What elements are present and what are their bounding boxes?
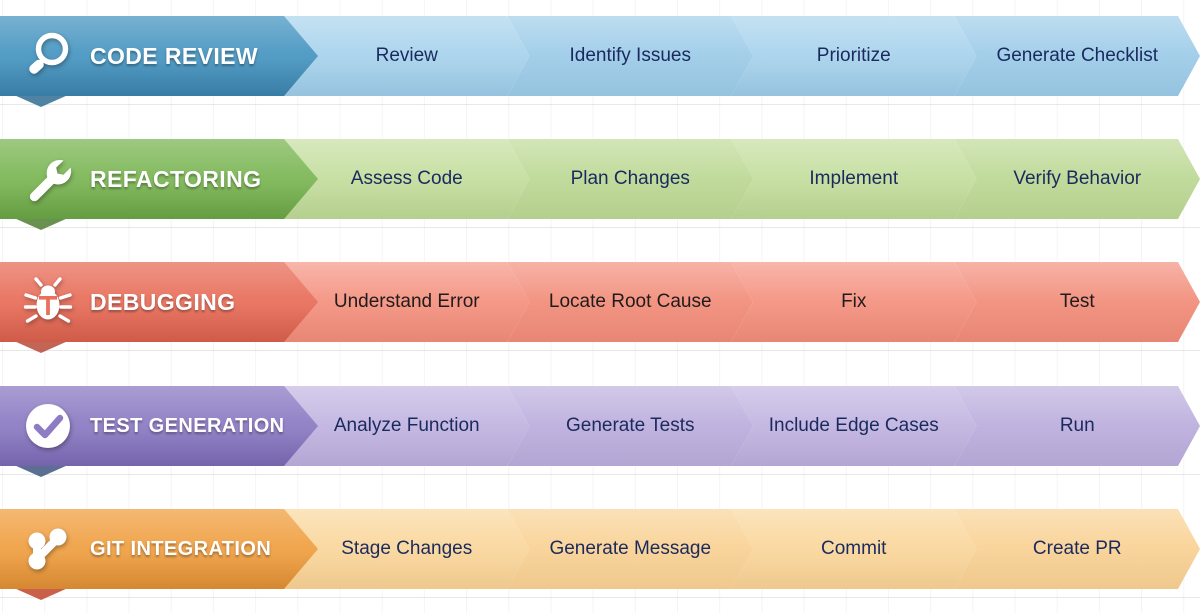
step-git-integration-4[interactable]: Create PR xyxy=(955,509,1200,589)
row-title: TEST GENERATION xyxy=(90,414,285,437)
step-code-review-3[interactable]: Prioritize xyxy=(731,16,977,96)
step-label: Generate Checklist xyxy=(996,45,1159,66)
ribbon-fold-tail xyxy=(14,95,68,107)
step-label: Stage Changes xyxy=(341,538,473,559)
row-title: DEBUGGING xyxy=(90,288,236,315)
step-label: Commit xyxy=(821,538,887,559)
step-debugging-2[interactable]: Locate Root Cause xyxy=(508,262,754,342)
step-label: Include Edge Cases xyxy=(768,415,939,436)
row-steps-code-review: Review Identify Issues Prioritize Generate … xyxy=(284,16,1200,96)
row-steps-refactoring: Assess Code Plan Changes Implement Verify B… xyxy=(284,139,1200,219)
ribbon-fold-tail xyxy=(14,588,68,600)
row-header-git-integration[interactable]: GIT INTEGRATION xyxy=(0,509,318,589)
step-refactoring-4[interactable]: Verify Behavior xyxy=(955,139,1200,219)
step-label: Plan Changes xyxy=(570,168,690,189)
step-refactoring-2[interactable]: Plan Changes xyxy=(508,139,754,219)
ribbon-fold-tail xyxy=(14,465,68,477)
step-label: Verify Behavior xyxy=(1013,168,1142,189)
process-row-git-integration: GIT INTEGRATION Stage Changes Generate Mes… xyxy=(0,509,1200,600)
step-code-review-2[interactable]: Identify Issues xyxy=(508,16,754,96)
row-header-test-generation[interactable]: TEST GENERATION xyxy=(0,386,318,466)
check-circle-icon xyxy=(22,400,74,452)
magnifier-icon xyxy=(22,30,74,82)
ribbon-fold-tail xyxy=(14,218,68,230)
row-header-refactoring[interactable]: REFACTORING xyxy=(0,139,318,219)
row-steps-debugging: Understand Error Locate Root Cause Fix Test xyxy=(284,262,1200,342)
row-steps-test-generation: Analyze Function Generate Tests Include Ed… xyxy=(284,386,1200,466)
bug-icon xyxy=(22,276,74,328)
step-label: Create PR xyxy=(1032,538,1122,559)
step-code-review-4[interactable]: Generate Checklist xyxy=(955,16,1200,96)
step-label: Generate Message xyxy=(549,538,712,559)
step-label: Run xyxy=(1059,415,1095,436)
step-label: Understand Error xyxy=(333,291,480,312)
step-debugging-4[interactable]: Test xyxy=(955,262,1200,342)
step-label: Prioritize xyxy=(816,45,891,66)
step-label: Generate Tests xyxy=(565,415,695,436)
row-header-code-review[interactable]: CODE REVIEW xyxy=(0,16,318,96)
process-row-code-review: CODE REVIEW Review Identify Issues Prioriti… xyxy=(0,16,1200,107)
row-title: REFACTORING xyxy=(90,165,262,192)
step-label: Review xyxy=(375,45,438,66)
step-label: Identify Issues xyxy=(569,45,691,66)
step-label: Implement xyxy=(809,168,899,189)
step-refactoring-3[interactable]: Implement xyxy=(731,139,977,219)
row-header-debugging[interactable]: DEBUGGING xyxy=(0,262,318,342)
step-test-generation-1[interactable]: Analyze Function xyxy=(284,386,530,466)
step-test-generation-3[interactable]: Include Edge Cases xyxy=(731,386,977,466)
step-label: Assess Code xyxy=(350,168,463,189)
wrench-icon xyxy=(22,153,74,205)
step-label: Analyze Function xyxy=(333,415,480,436)
git-branch-icon xyxy=(22,523,74,575)
step-code-review-1[interactable]: Review xyxy=(284,16,530,96)
step-git-integration-1[interactable]: Stage Changes xyxy=(284,509,530,589)
process-row-test-generation: TEST GENERATION Analyze Function Generate … xyxy=(0,386,1200,477)
step-git-integration-3[interactable]: Commit xyxy=(731,509,977,589)
step-label: Test xyxy=(1059,291,1095,312)
process-row-refactoring: REFACTORING Assess Code Plan Changes Implem… xyxy=(0,139,1200,230)
ribbon-fold-tail xyxy=(14,341,68,353)
step-debugging-1[interactable]: Understand Error xyxy=(284,262,530,342)
step-test-generation-4[interactable]: Run xyxy=(955,386,1200,466)
row-title: GIT INTEGRATION xyxy=(90,537,272,560)
step-git-integration-2[interactable]: Generate Message xyxy=(508,509,754,589)
row-title: CODE REVIEW xyxy=(90,42,258,69)
step-refactoring-1[interactable]: Assess Code xyxy=(284,139,530,219)
step-label: Locate Root Cause xyxy=(548,291,712,312)
row-steps-git-integration: Stage Changes Generate Message Commit Creat… xyxy=(284,509,1200,589)
step-test-generation-2[interactable]: Generate Tests xyxy=(508,386,754,466)
step-label: Fix xyxy=(841,291,867,312)
process-row-debugging: DEBUGGING Understand Error Locate Root Cau… xyxy=(0,262,1200,353)
step-debugging-3[interactable]: Fix xyxy=(731,262,977,342)
